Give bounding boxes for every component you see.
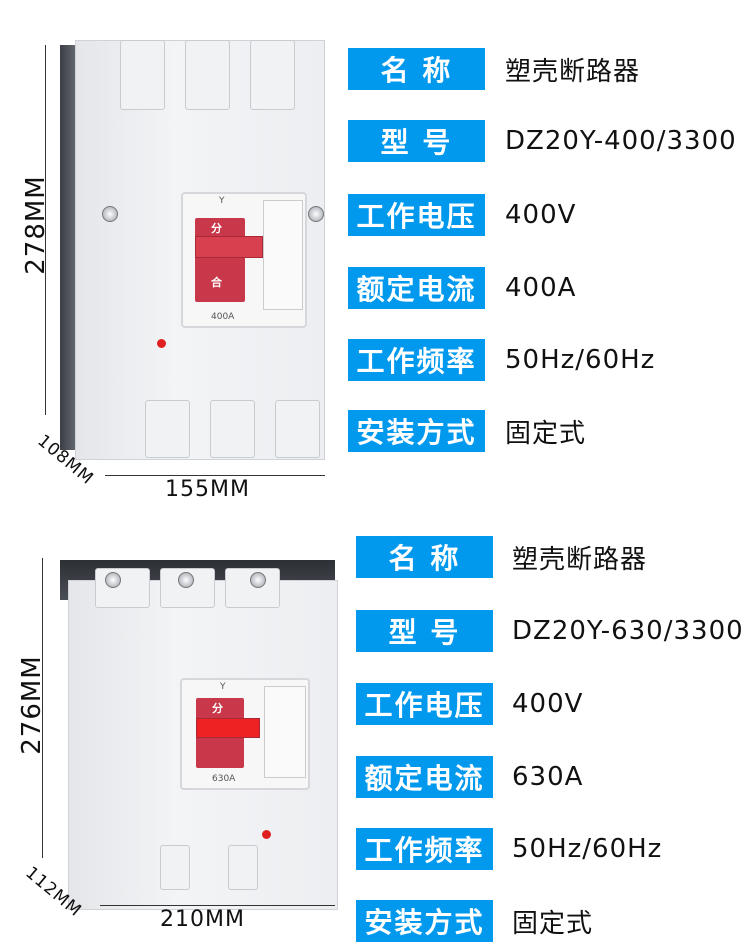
switch-panel: Y 分 630A [180, 678, 310, 790]
terminal [210, 400, 255, 458]
spec-label-model: 型 号 [356, 610, 493, 652]
spec-label-mounting: 安装方式 [348, 410, 485, 452]
top-mark: Y [219, 196, 225, 206]
spec-value-voltage: 400V [512, 689, 584, 719]
spec-label-current: 额定电流 [356, 756, 493, 798]
screw-icon [105, 572, 121, 588]
terminal [120, 40, 165, 110]
switch-panel: Y 分 合 400A [181, 192, 307, 328]
terminal [160, 845, 190, 890]
spec-label-current: 额定电流 [348, 267, 485, 309]
spec-label-mounting: 安装方式 [356, 900, 493, 942]
spec-value-current: 400A [505, 273, 577, 303]
handle-track [195, 218, 245, 302]
spec-value-model: DZ20Y-400/3300 [505, 126, 737, 156]
screw-icon [308, 206, 324, 222]
spec-value-frequency: 50Hz/60Hz [512, 834, 663, 864]
indicator-led [157, 339, 166, 348]
terminal [95, 568, 150, 608]
spec-label-name: 名 称 [356, 536, 493, 578]
width-dim-line [105, 475, 325, 476]
width-dim: 210MM [160, 907, 245, 932]
spec-value-model: DZ20Y-630/3300 [512, 616, 744, 646]
breaker-side [60, 45, 78, 450]
rating-label: 630A [212, 774, 236, 784]
terminal [275, 400, 320, 458]
spec-value-name: 塑壳断路器 [512, 544, 648, 575]
height-dim-line [45, 45, 46, 415]
terminal [250, 40, 295, 110]
height-dim: 278MM [20, 175, 51, 275]
indicator-led [262, 830, 271, 839]
nameplate [264, 686, 306, 778]
nameplate [263, 200, 303, 310]
spec-value-mounting: 固定式 [512, 908, 594, 939]
toggle-handle[interactable] [196, 718, 260, 738]
off-label: 分 [212, 702, 223, 715]
spec-value-mounting: 固定式 [505, 418, 587, 449]
toggle-handle[interactable] [195, 236, 263, 258]
height-dim-line [42, 558, 43, 858]
terminal [228, 845, 258, 890]
spec-label-voltage: 工作电压 [356, 683, 493, 725]
rating-label: 400A [211, 312, 235, 322]
off-label: 分 [211, 222, 222, 235]
width-dim-line [100, 905, 335, 906]
spec-value-frequency: 50Hz/60Hz [505, 345, 656, 375]
height-dim: 276MM [16, 655, 47, 755]
screw-icon [250, 572, 266, 588]
spec-label-frequency: 工作频率 [348, 339, 485, 381]
terminal [185, 40, 230, 110]
spec-label-model: 型 号 [348, 120, 485, 162]
width-dim: 155MM [165, 477, 250, 502]
top-mark: Y [220, 682, 226, 692]
screw-icon [178, 572, 194, 588]
spec-value-name: 塑壳断路器 [505, 56, 641, 87]
terminal [145, 400, 190, 458]
spec-label-name: 名 称 [348, 48, 485, 90]
spec-value-current: 630A [512, 762, 584, 792]
on-label: 合 [211, 276, 222, 289]
spec-value-voltage: 400V [505, 200, 577, 230]
spec-label-voltage: 工作电压 [348, 194, 485, 236]
screw-icon [102, 206, 118, 222]
spec-label-frequency: 工作频率 [356, 828, 493, 870]
